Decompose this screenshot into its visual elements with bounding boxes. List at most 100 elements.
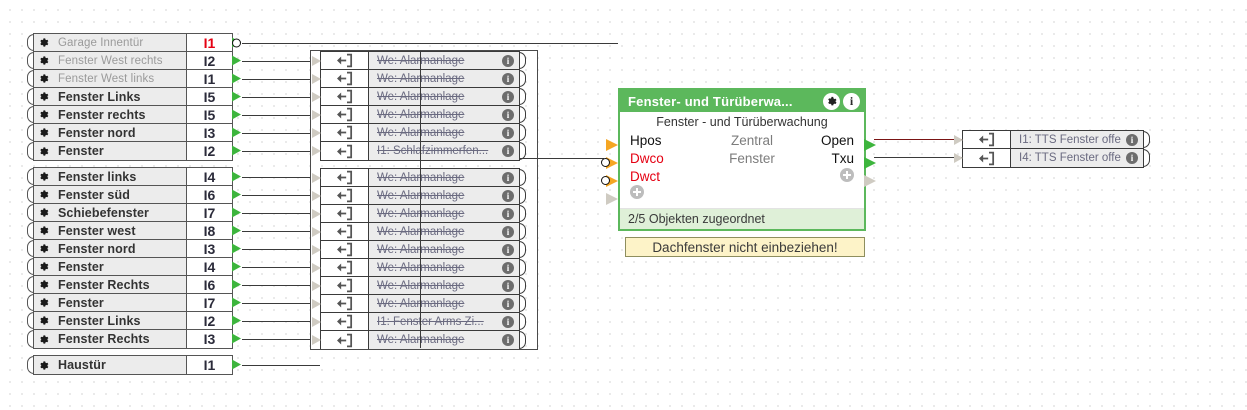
info-icon[interactable]: i	[1121, 149, 1143, 167]
target-input-pin[interactable]	[312, 109, 321, 120]
input-pin-dwco-dot[interactable]	[601, 158, 610, 167]
port-output-label[interactable]	[784, 167, 854, 185]
target-input-pin[interactable]	[312, 316, 321, 327]
input-pin-dwct-dot[interactable]	[601, 176, 610, 185]
source-output-pin[interactable]	[232, 333, 241, 345]
output-pin-open[interactable]	[864, 139, 876, 151]
info-icon[interactable]: i	[497, 142, 519, 160]
target-input-pin[interactable]	[312, 335, 321, 345]
source-output-pin[interactable]	[232, 261, 241, 272]
input-pin-dwct[interactable]	[601, 175, 618, 187]
gear-icon[interactable]	[34, 330, 52, 348]
gear-icon[interactable]	[34, 168, 52, 185]
gear-icon[interactable]	[34, 88, 52, 105]
port-output-label[interactable]: Open	[820, 132, 854, 148]
source-output-pin[interactable]	[232, 73, 241, 84]
source-output-pin[interactable]	[232, 91, 241, 102]
gear-icon[interactable]	[34, 106, 52, 123]
output-pin-new[interactable]	[864, 175, 876, 187]
source-output-pin[interactable]	[232, 127, 241, 138]
input-pin-dwco[interactable]	[601, 157, 618, 169]
gear-icon[interactable]	[34, 204, 52, 221]
target-row[interactable]: I1: TTS Fenster offe...i	[954, 131, 1150, 149]
source-output-pin[interactable]	[232, 207, 241, 218]
target-input-pin[interactable]	[312, 226, 321, 237]
info-icon[interactable]: i	[497, 223, 519, 240]
gear-icon[interactable]	[34, 186, 52, 203]
target-row[interactable]: I1: Schlafzimmerfen...i	[312, 142, 526, 160]
info-icon[interactable]: i	[497, 277, 519, 294]
source-output-pin[interactable]	[232, 359, 241, 371]
port-output-label[interactable]: Txu	[831, 150, 854, 166]
gear-icon[interactable]	[34, 258, 52, 275]
source-output-pin[interactable]	[232, 171, 241, 182]
info-icon[interactable]: i	[497, 106, 519, 123]
target-input-pin[interactable]	[312, 262, 321, 273]
source-output-pin[interactable]	[232, 315, 241, 326]
add-input-port-button[interactable]	[630, 185, 644, 199]
gear-icon[interactable]	[34, 52, 52, 69]
source-output-pin[interactable]	[232, 145, 241, 157]
info-icon[interactable]: i	[497, 313, 519, 330]
function-block-window-door-monitoring[interactable]: Fenster- und Türüberwa... i Fenster - un…	[601, 88, 876, 231]
info-icon[interactable]: i	[1121, 131, 1143, 148]
port-input-label[interactable]: Dwct	[630, 168, 660, 184]
port-input-label[interactable]: Dwco	[630, 150, 664, 166]
gear-icon[interactable]	[34, 222, 52, 239]
source-output-pin[interactable]	[232, 279, 241, 290]
source-output-pin[interactable]	[232, 297, 241, 308]
gear-icon[interactable]	[34, 276, 52, 293]
source-output-pin[interactable]	[232, 109, 241, 120]
sticky-note[interactable]: Dachfenster nicht einbeziehen!	[625, 237, 865, 257]
info-icon[interactable]: i	[497, 187, 519, 204]
info-icon[interactable]: i	[497, 52, 519, 69]
target-input-pin[interactable]	[312, 298, 321, 309]
input-pin-new[interactable]	[606, 193, 618, 205]
source-output-pin[interactable]	[232, 55, 241, 66]
add-output-port-button[interactable]	[840, 167, 854, 182]
gear-icon[interactable]	[34, 356, 52, 374]
gear-icon[interactable]	[34, 240, 52, 257]
source-output-pin[interactable]	[232, 243, 241, 254]
input-pin-hpos[interactable]	[606, 139, 618, 151]
info-icon[interactable]: i	[497, 169, 519, 186]
info-icon[interactable]: i	[497, 124, 519, 141]
info-icon[interactable]: i	[497, 205, 519, 222]
info-icon[interactable]: i	[843, 92, 860, 110]
info-icon[interactable]: i	[497, 295, 519, 312]
target-input-pin[interactable]	[312, 146, 321, 156]
port-input-label[interactable]: Hpos	[630, 132, 662, 148]
gear-icon[interactable]	[34, 124, 52, 141]
target-input-pin[interactable]	[312, 127, 321, 138]
target-input-pin[interactable]	[312, 91, 321, 102]
target-input-pin[interactable]	[954, 134, 963, 145]
gear-icon[interactable]	[34, 34, 52, 51]
gear-icon[interactable]	[34, 312, 52, 329]
gear-icon[interactable]	[34, 142, 52, 160]
info-icon[interactable]: i	[497, 88, 519, 105]
gear-icon[interactable]	[823, 92, 840, 110]
source-output-pin-dot[interactable]	[232, 38, 241, 47]
